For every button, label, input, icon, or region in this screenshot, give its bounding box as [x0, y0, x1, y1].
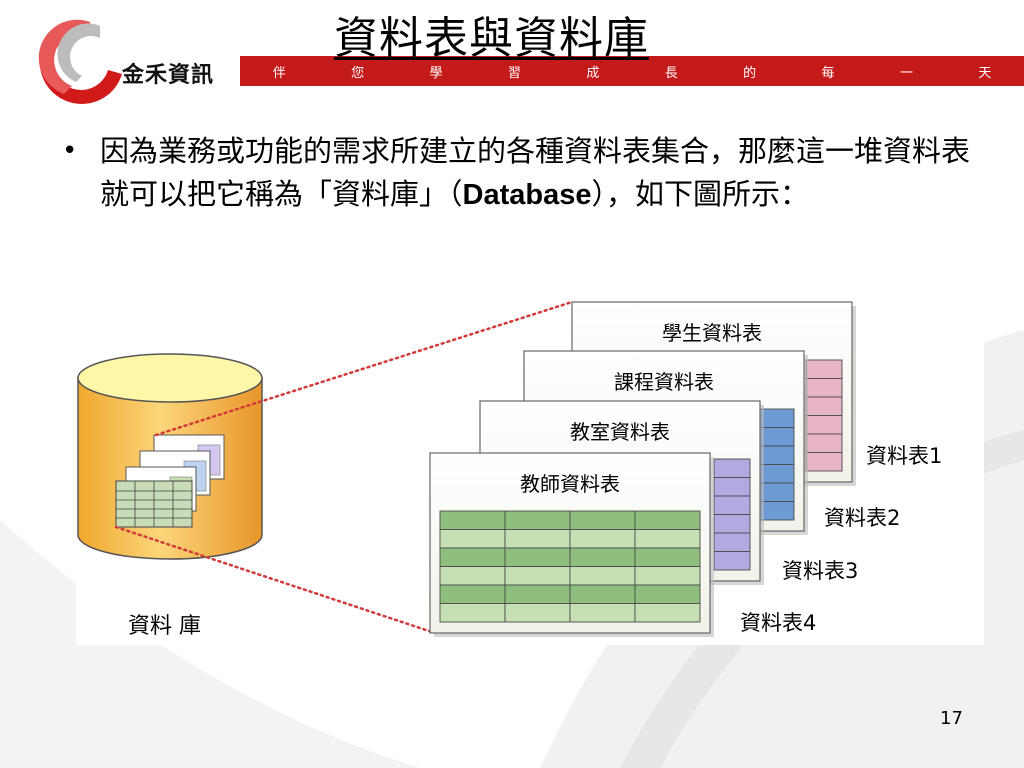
table-cell — [805, 396, 843, 416]
table-cell — [713, 551, 751, 571]
table-cell — [634, 529, 701, 549]
page-number: 17 — [940, 708, 963, 729]
table-cell — [504, 584, 571, 604]
slide-title: 資料表與資料庫 — [334, 13, 649, 64]
table-cell — [439, 529, 506, 549]
slogan-char: 伴 — [272, 65, 286, 81]
connector-line-top — [154, 300, 574, 437]
table-cell — [439, 547, 506, 567]
table-cell — [504, 547, 571, 567]
connector-line-bottom — [114, 525, 434, 634]
table-label: 資料表2 — [824, 506, 900, 530]
slogan-char: 一 — [899, 65, 913, 81]
table-cell — [805, 452, 843, 472]
table-cell — [634, 547, 701, 567]
table-cell — [439, 584, 506, 604]
slogan-char: 成 — [586, 65, 600, 81]
table-label: 資料表1 — [866, 444, 942, 468]
table-cell — [805, 378, 843, 398]
slogan-char: 學 — [429, 65, 443, 81]
bullet-text-after: ），如下圖所示： — [591, 177, 809, 211]
slogan-char: 天 — [978, 65, 992, 81]
table-cell — [713, 514, 751, 534]
bullet-text-before: 因為業務或功能的需求所建立的各種資料表集合，那麼這一堆資料表就可以把它稱為「資料… — [100, 134, 971, 211]
table-cell — [713, 477, 751, 497]
table-cell — [504, 603, 571, 623]
table-cell — [713, 458, 751, 478]
table-cell — [805, 359, 843, 379]
table-cell — [439, 510, 506, 530]
table-cell — [569, 584, 636, 604]
table-card-title: 教師資料表 — [520, 472, 620, 496]
table-cell — [504, 510, 571, 530]
table-cell — [569, 566, 636, 586]
table-card-title: 學生資料表 — [662, 321, 762, 345]
company-logo-icon — [38, 19, 122, 104]
company-name: 金禾資訊 — [122, 63, 215, 88]
table-cell — [713, 495, 751, 515]
table-cell — [713, 532, 751, 552]
bullet-text: 因為業務或功能的需求所建立的各種資料表集合，那麼這一堆資料表就可以把它稱為「資料… — [100, 130, 980, 217]
table-cell — [569, 547, 636, 567]
table-cell — [504, 529, 571, 549]
database-label: 資料 庫 — [128, 614, 201, 639]
table-cell — [504, 566, 571, 586]
table-card: 教師資料表 — [429, 452, 714, 637]
database-diagram: 學生資料表課程資料表教室資料表教師資料表 資料表1 資料表2 資料表3 資料表4 資料 … — [76, 300, 984, 645]
table-cell — [569, 603, 636, 623]
table-cell — [634, 603, 701, 623]
table-label: 資料表4 — [740, 611, 816, 635]
slogan-char: 您 — [351, 65, 365, 81]
table-cell — [634, 566, 701, 586]
table-cell — [439, 566, 506, 586]
slogan-char: 每 — [821, 65, 835, 81]
table-cell — [439, 603, 506, 623]
slogan-char: 的 — [743, 65, 757, 81]
slogan-bar: 伴 您 學 習 成 長 的 每 一 天 — [240, 56, 1024, 86]
table-cell — [805, 433, 843, 453]
table-card-title: 課程資料表 — [614, 370, 714, 394]
slogan-char: 習 — [507, 65, 521, 81]
slogan-char: 長 — [664, 65, 678, 81]
mini-tables — [115, 434, 225, 528]
table-cell — [634, 510, 701, 530]
bullet-term: Database — [462, 179, 592, 211]
table-cell — [805, 415, 843, 435]
table-label: 資料表3 — [782, 559, 858, 583]
table-card-title: 教室資料表 — [570, 420, 670, 444]
table-cell — [569, 510, 636, 530]
table-cell — [634, 584, 701, 604]
table-cell — [569, 529, 636, 549]
bullet-dot-icon: • — [62, 136, 78, 166]
